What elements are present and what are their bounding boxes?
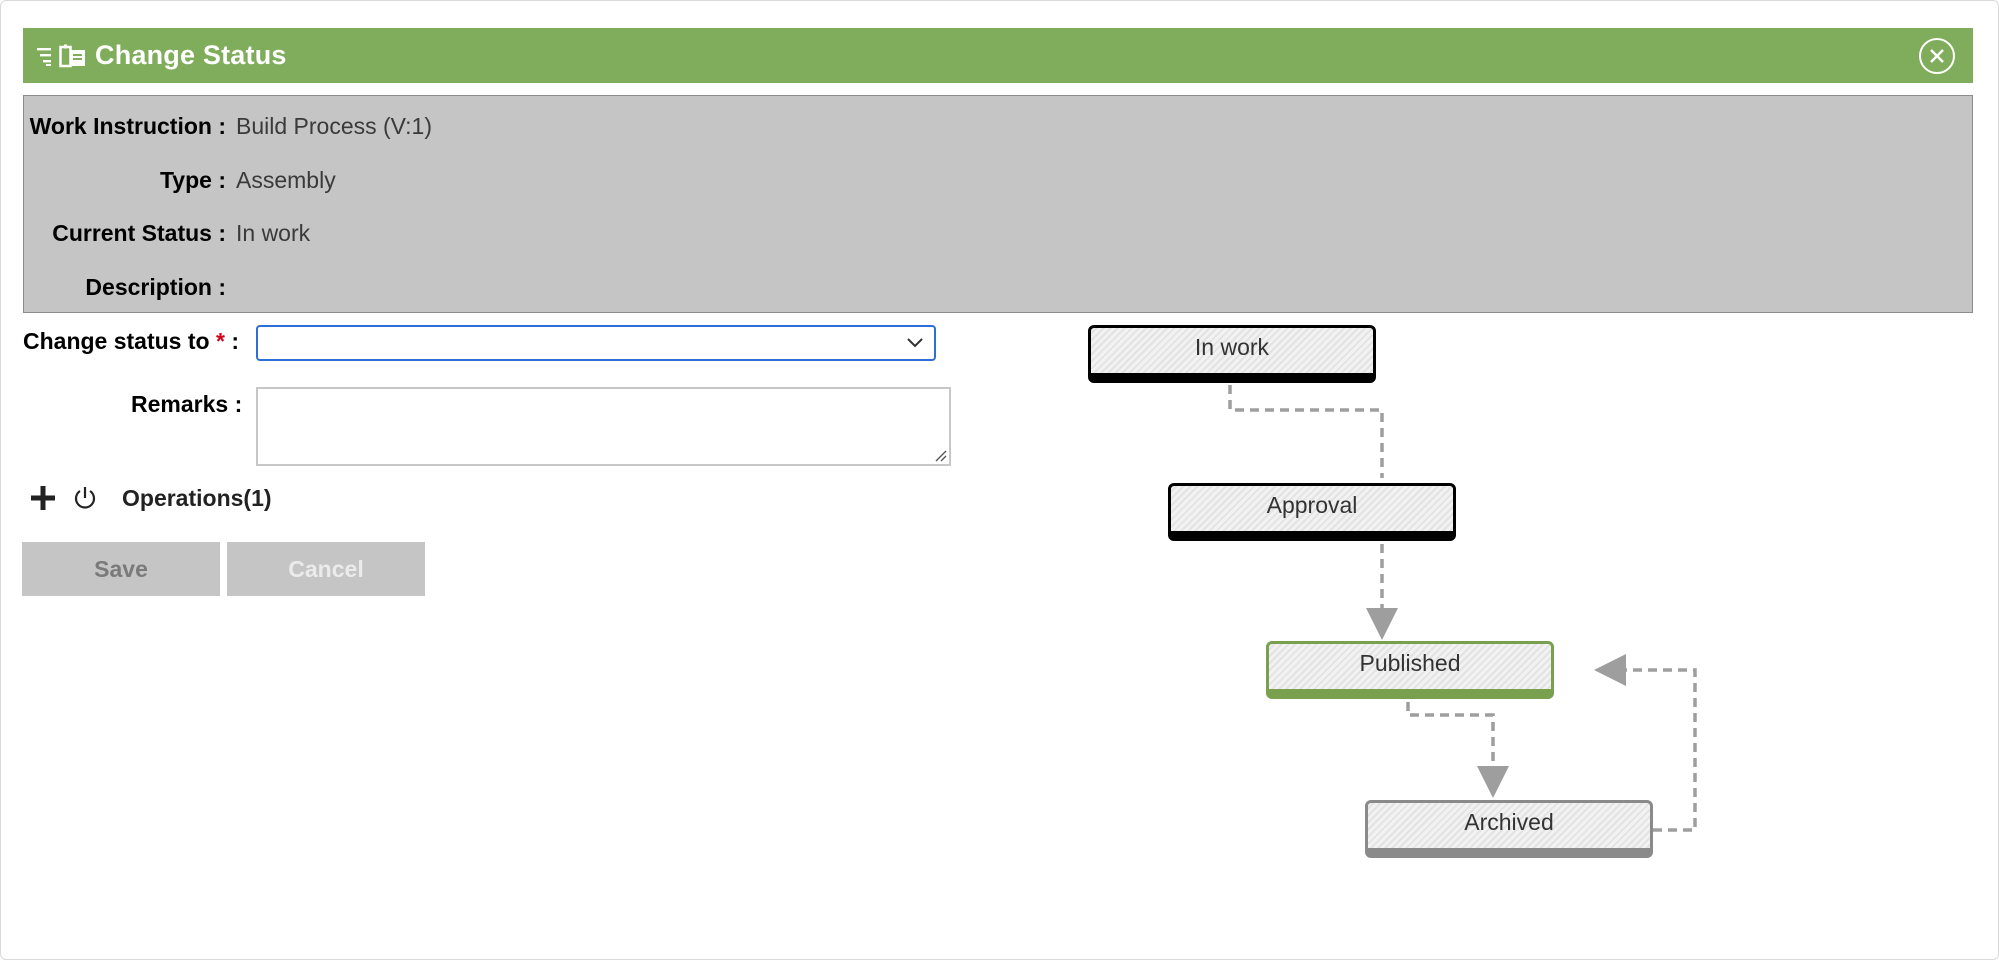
operations-row: Operations(1) bbox=[30, 478, 272, 518]
change-status-label: Change status to * : bbox=[23, 328, 239, 354]
cancel-button[interactable]: Cancel bbox=[227, 542, 425, 596]
dialog-title: Change Status bbox=[95, 40, 287, 70]
required-mark: * bbox=[215, 328, 225, 354]
description-row: Description : bbox=[24, 272, 236, 302]
workflow-node-archived[interactable]: Archived bbox=[1365, 800, 1653, 858]
description-label: Description : bbox=[85, 273, 226, 300]
workflow-connectors bbox=[1228, 385, 1697, 832]
connector-inwork-approval bbox=[1228, 385, 1384, 478]
remarks-label: Remarks : bbox=[131, 391, 243, 417]
operations-label[interactable]: Operations(1) bbox=[122, 484, 272, 511]
menu-icon bbox=[37, 47, 51, 66]
dialog-header: Change Status bbox=[23, 28, 1973, 83]
workflow-diagram: In work Approval Published Archived bbox=[1080, 320, 1740, 860]
document-icon bbox=[59, 44, 85, 67]
plus-icon[interactable] bbox=[30, 485, 56, 511]
chevron-down-icon bbox=[907, 338, 923, 348]
remarks-textarea[interactable] bbox=[256, 387, 951, 466]
arrowhead-published-right bbox=[1594, 654, 1626, 686]
type-value: Assembly bbox=[236, 166, 336, 193]
power-icon[interactable] bbox=[72, 485, 98, 511]
arrowhead-archived-top bbox=[1477, 766, 1509, 798]
resize-grip-icon[interactable] bbox=[933, 448, 947, 462]
work-instruction-label: Work Instruction : bbox=[29, 112, 226, 139]
current-status-label: Current Status : bbox=[52, 219, 226, 246]
connector-archived-published bbox=[1620, 668, 1697, 832]
save-button[interactable]: Save bbox=[22, 542, 220, 596]
current-status-row: Current Status : In work bbox=[24, 218, 310, 248]
connector-published-archived bbox=[1406, 702, 1495, 768]
work-instruction-value: Build Process (V:1) bbox=[236, 112, 432, 139]
workflow-node-in-work[interactable]: In work bbox=[1088, 325, 1376, 383]
close-button[interactable] bbox=[1919, 38, 1955, 74]
workflow-node-published[interactable]: Published bbox=[1266, 641, 1554, 699]
type-label: Type : bbox=[159, 166, 226, 193]
work-instruction-row: Work Instruction : Build Process (V:1) bbox=[24, 111, 432, 141]
current-status-value: In work bbox=[236, 219, 311, 246]
type-row: Type : Assembly bbox=[24, 165, 336, 195]
change-status-select[interactable] bbox=[256, 325, 936, 361]
workflow-node-approval[interactable]: Approval bbox=[1168, 483, 1456, 541]
info-panel: Work Instruction : Build Process (V:1) T… bbox=[23, 95, 1973, 313]
close-icon bbox=[1930, 49, 1944, 63]
arrowhead-published-top bbox=[1366, 608, 1398, 640]
